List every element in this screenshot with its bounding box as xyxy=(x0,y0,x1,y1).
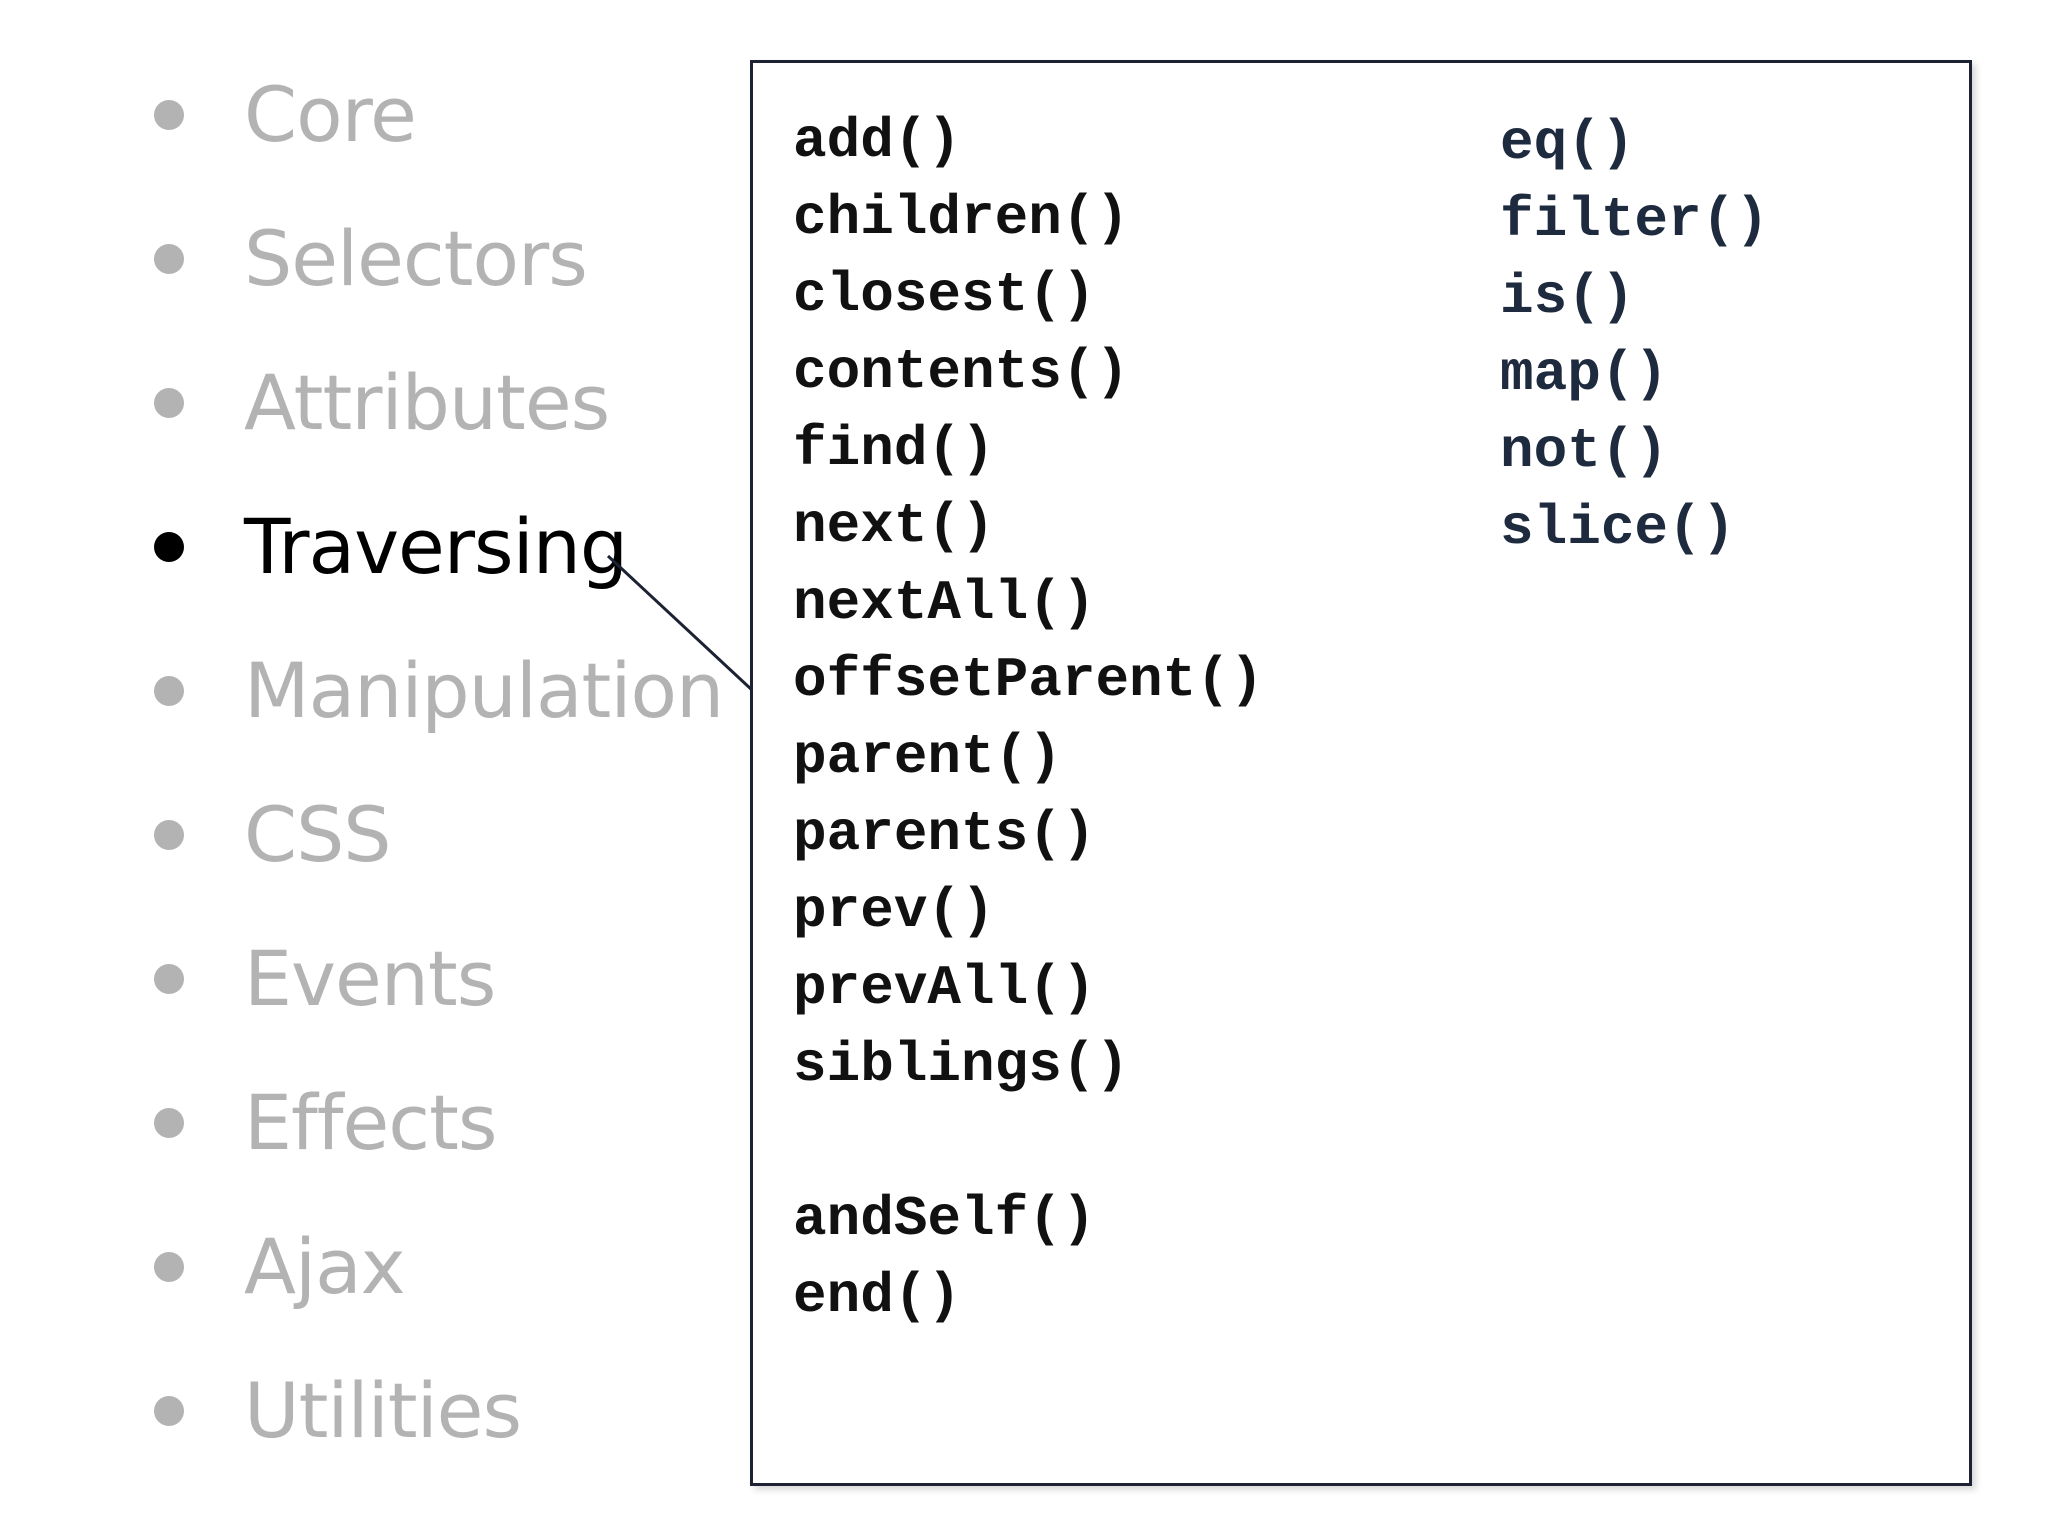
method-prev: prev() xyxy=(793,879,995,943)
category-label: Manipulation xyxy=(244,646,724,735)
category-item-attributes[interactable]: Attributes xyxy=(154,353,610,453)
method-end: end() xyxy=(793,1264,962,1328)
method-next: next() xyxy=(793,494,995,558)
bullet-icon xyxy=(154,244,184,274)
category-item-events[interactable]: Events xyxy=(154,929,496,1029)
category-item-ajax[interactable]: Ajax xyxy=(154,1217,406,1317)
bullet-icon xyxy=(154,1252,184,1282)
bullet-icon xyxy=(154,964,184,994)
methods-panel: add() children() closest() contents() fi… xyxy=(750,60,1972,1486)
bullet-icon xyxy=(154,100,184,130)
method-contents: contents() xyxy=(793,340,1130,404)
category-item-traversing[interactable]: Traversing xyxy=(154,497,628,597)
method-nextall: nextAll() xyxy=(793,571,1096,635)
category-list: Core Selectors Attributes Traversing Man… xyxy=(0,0,740,1536)
bullet-icon xyxy=(154,1396,184,1426)
method-not: not() xyxy=(1500,419,1669,483)
category-label: Attributes xyxy=(244,358,610,447)
method-closest: closest() xyxy=(793,263,1096,327)
bullet-icon xyxy=(154,388,184,418)
category-label: Effects xyxy=(244,1078,497,1167)
category-item-core[interactable]: Core xyxy=(154,65,417,165)
category-label: CSS xyxy=(244,790,392,879)
method-offsetparent: offsetParent() xyxy=(793,648,1264,712)
category-label: Ajax xyxy=(244,1222,406,1311)
method-parent: parent() xyxy=(793,725,1062,789)
method-parents: parents() xyxy=(793,802,1096,866)
category-item-effects[interactable]: Effects xyxy=(154,1073,497,1173)
bullet-icon xyxy=(154,1108,184,1138)
method-filter: filter() xyxy=(1500,188,1769,252)
method-find: find() xyxy=(793,417,995,481)
method-eq: eq() xyxy=(1500,111,1635,175)
method-slice: slice() xyxy=(1500,496,1736,560)
category-item-css[interactable]: CSS xyxy=(154,785,392,885)
method-map: map() xyxy=(1500,342,1669,406)
method-is: is() xyxy=(1500,265,1635,329)
category-label: Selectors xyxy=(244,214,588,303)
method-children: children() xyxy=(793,186,1130,250)
method-andself: andSelf() xyxy=(793,1187,1096,1251)
bullet-icon xyxy=(154,820,184,850)
method-prevall: prevAll() xyxy=(793,956,1096,1020)
category-item-utilities[interactable]: Utilities xyxy=(154,1361,522,1461)
category-label: Events xyxy=(244,934,496,1023)
method-siblings: siblings() xyxy=(793,1033,1130,1097)
bullet-icon xyxy=(154,532,184,562)
category-item-selectors[interactable]: Selectors xyxy=(154,209,588,309)
category-item-manipulation[interactable]: Manipulation xyxy=(154,641,724,741)
bullet-icon xyxy=(154,676,184,706)
category-label: Traversing xyxy=(244,502,628,591)
category-label: Utilities xyxy=(244,1366,522,1455)
method-add: add() xyxy=(793,109,962,173)
category-label: Core xyxy=(244,70,417,159)
